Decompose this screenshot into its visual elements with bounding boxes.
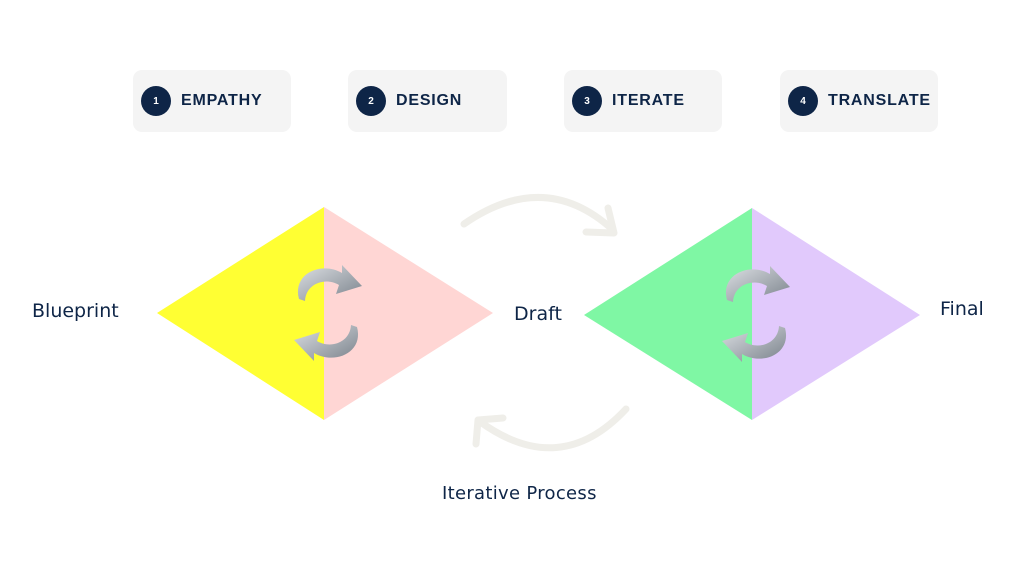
- diamond-left: [157, 207, 493, 420]
- step-number-badge: 2: [356, 86, 386, 116]
- diamond-right-half-a: [584, 208, 752, 420]
- step-number-badge: 4: [788, 86, 818, 116]
- step-design: 2 DESIGN: [348, 70, 507, 132]
- diamond-right-half-b: [752, 208, 920, 420]
- step-number-badge: 3: [572, 86, 602, 116]
- diamond-left-half-b: [324, 207, 493, 420]
- step-number-badge: 1: [141, 86, 171, 116]
- step-label: TRANSLATE: [828, 92, 931, 109]
- step-label: ITERATE: [612, 92, 685, 109]
- curved-arrow-right-icon: [460, 194, 618, 237]
- label-draft: Draft: [514, 303, 562, 325]
- curved-arrow-left-icon: [472, 405, 630, 452]
- step-label: EMPATHY: [181, 92, 263, 109]
- step-label: DESIGN: [396, 92, 463, 109]
- refresh-cycle-icon: [294, 265, 362, 361]
- diamond-left-half-a: [157, 207, 324, 420]
- step-translate: 4 TRANSLATE: [780, 70, 938, 132]
- step-empathy: 1 EMPATHY: [133, 70, 291, 132]
- diamond-right: [584, 208, 920, 420]
- refresh-cycle-icon: [722, 266, 790, 362]
- label-blueprint: Blueprint: [32, 300, 119, 322]
- label-iterative-process: Iterative Process: [442, 483, 597, 504]
- label-final: Final: [940, 298, 984, 320]
- step-iterate: 3 ITERATE: [564, 70, 722, 132]
